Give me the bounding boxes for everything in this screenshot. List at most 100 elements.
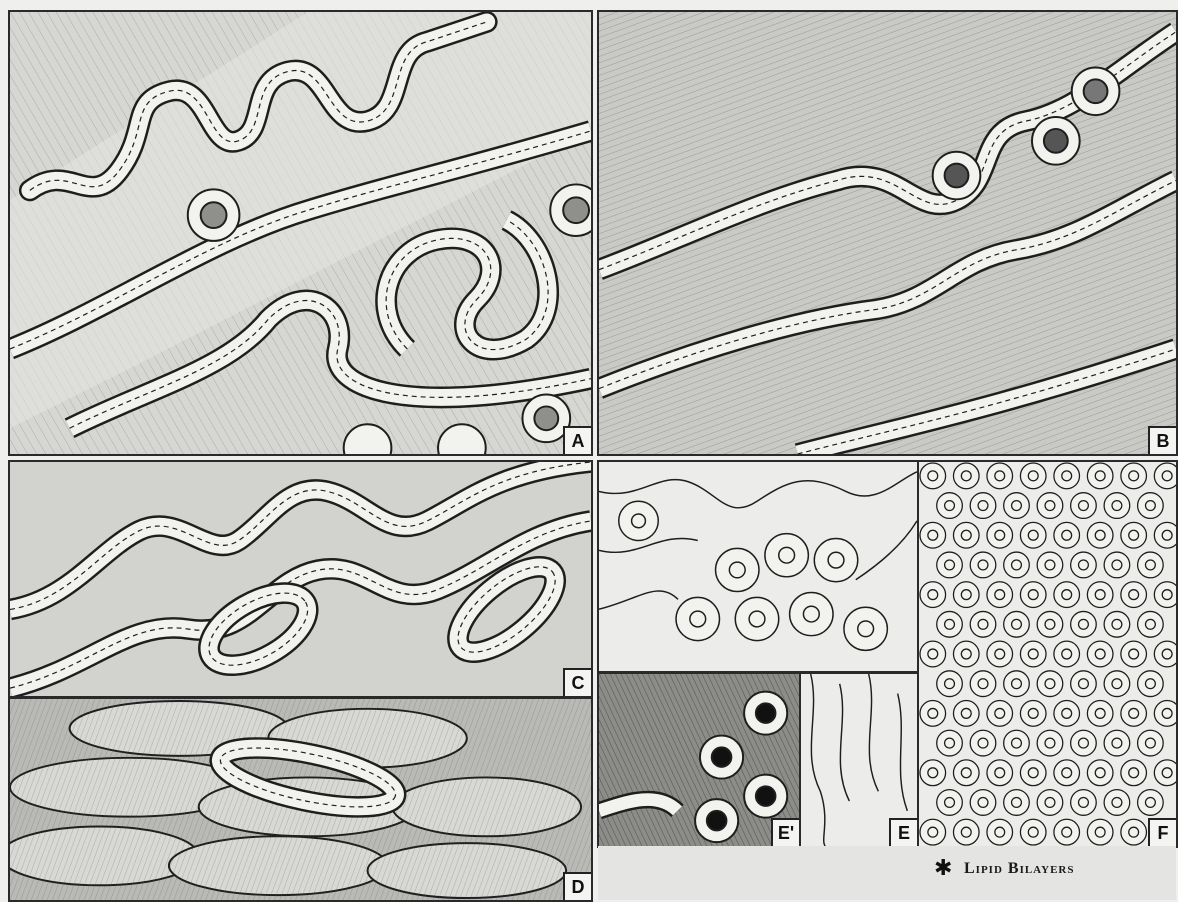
panel-d-label: D xyxy=(563,872,591,900)
legend: ✱ Lipid Bilayers xyxy=(598,846,1176,900)
panel-e-top-drawing xyxy=(599,462,917,671)
lipid-ring xyxy=(995,590,1005,600)
lipid-ring xyxy=(1079,679,1089,689)
lipid-ring xyxy=(961,768,971,778)
panel-e-prime: E' xyxy=(597,672,801,848)
lipid-ring xyxy=(945,619,955,629)
lipid-ring xyxy=(928,768,938,778)
lipid-ring xyxy=(995,649,1005,659)
lipid-ring xyxy=(1045,501,1055,511)
lipid-ring xyxy=(1028,827,1038,837)
lipid-ring xyxy=(1012,560,1022,570)
lipid-ring xyxy=(928,590,938,600)
lipid-ring xyxy=(1062,708,1072,718)
lipid-ring xyxy=(1162,530,1172,540)
lipid-ring xyxy=(1095,590,1105,600)
lipid-ring xyxy=(1012,738,1022,748)
lipid-ring xyxy=(928,708,938,718)
lipid-ring xyxy=(1062,530,1072,540)
panel-f-label: F xyxy=(1148,818,1176,846)
lipid-ring xyxy=(1129,708,1139,718)
lipid-ring xyxy=(928,530,938,540)
lipid-ring xyxy=(1162,708,1172,718)
lipid-ring xyxy=(1012,619,1022,629)
lipid-ring xyxy=(978,501,988,511)
lipid-ring xyxy=(1028,649,1038,659)
lipid-ring xyxy=(1162,471,1172,481)
lipid-ring xyxy=(945,501,955,511)
panel-d: D xyxy=(8,697,593,902)
lipid-ring xyxy=(978,560,988,570)
lipid-ring xyxy=(1095,649,1105,659)
lipid-ring xyxy=(1095,530,1105,540)
panel-e-label: E xyxy=(889,818,917,846)
panel-e-top xyxy=(597,460,919,673)
lipid-ring xyxy=(961,530,971,540)
panel-c-label: C xyxy=(563,668,591,696)
asterisk-icon: ✱ xyxy=(934,856,952,881)
lipid-ring xyxy=(1129,649,1139,659)
panel-c: C xyxy=(8,460,593,698)
lipid-ring xyxy=(1079,738,1089,748)
legend-text: Lipid Bilayers xyxy=(964,860,1074,878)
lipid-ring xyxy=(995,827,1005,837)
lipid-ring xyxy=(1145,501,1155,511)
lipid-ring xyxy=(1095,768,1105,778)
lipid-ring xyxy=(978,738,988,748)
lipid-ring xyxy=(1079,619,1089,629)
lipid-ring xyxy=(1045,619,1055,629)
lipid-ring xyxy=(1112,679,1122,689)
panel-e-prime-drawing xyxy=(599,674,799,846)
lipid-ring xyxy=(928,649,938,659)
panel-e-prime-label: E' xyxy=(771,818,799,846)
lipid-ring xyxy=(995,471,1005,481)
lipid-ring xyxy=(1028,471,1038,481)
panel-b-drawing xyxy=(599,12,1176,454)
panel-a: A xyxy=(8,10,593,456)
lipid-ring xyxy=(978,679,988,689)
panel-b: B xyxy=(597,10,1178,456)
panel-c-drawing xyxy=(10,462,591,696)
lipid-ring xyxy=(961,649,971,659)
panel-e: E xyxy=(799,672,919,848)
lipid-ring xyxy=(995,530,1005,540)
lipid-ring xyxy=(945,738,955,748)
lipid-ring xyxy=(1028,708,1038,718)
lipid-ring xyxy=(1112,501,1122,511)
lipid-ring xyxy=(1062,827,1072,837)
lipid-ring xyxy=(1145,619,1155,629)
panel-f: F xyxy=(917,460,1178,848)
lipid-ring xyxy=(1112,619,1122,629)
lipid-ring xyxy=(1079,798,1089,808)
lipid-ring xyxy=(1062,471,1072,481)
lipid-ring xyxy=(1012,501,1022,511)
lipid-ring xyxy=(1062,590,1072,600)
lipid-ring xyxy=(1129,530,1139,540)
lipid-ring xyxy=(1129,768,1139,778)
lipid-ring xyxy=(1095,708,1105,718)
lipid-ring xyxy=(1162,590,1172,600)
lipid-ring xyxy=(1028,590,1038,600)
lipid-ring xyxy=(1145,738,1155,748)
lipid-ring xyxy=(1129,827,1139,837)
lipid-ring xyxy=(945,560,955,570)
lipid-ring xyxy=(1012,679,1022,689)
lipid-ring xyxy=(995,768,1005,778)
panel-a-drawing xyxy=(10,12,591,454)
lipid-ring xyxy=(961,471,971,481)
lipid-ring xyxy=(961,708,971,718)
lipid-ring xyxy=(1112,738,1122,748)
lipid-ring xyxy=(1129,471,1139,481)
lipid-ring xyxy=(1062,768,1072,778)
lipid-ring xyxy=(1028,768,1038,778)
lipid-ring xyxy=(1112,798,1122,808)
lipid-ring xyxy=(978,798,988,808)
lipid-ring xyxy=(1112,560,1122,570)
lipid-ring xyxy=(928,471,938,481)
lipid-ring xyxy=(1045,560,1055,570)
lipid-ring xyxy=(1095,827,1105,837)
lipid-ring xyxy=(1145,798,1155,808)
lipid-ring xyxy=(1079,501,1089,511)
lipid-ring xyxy=(1012,798,1022,808)
